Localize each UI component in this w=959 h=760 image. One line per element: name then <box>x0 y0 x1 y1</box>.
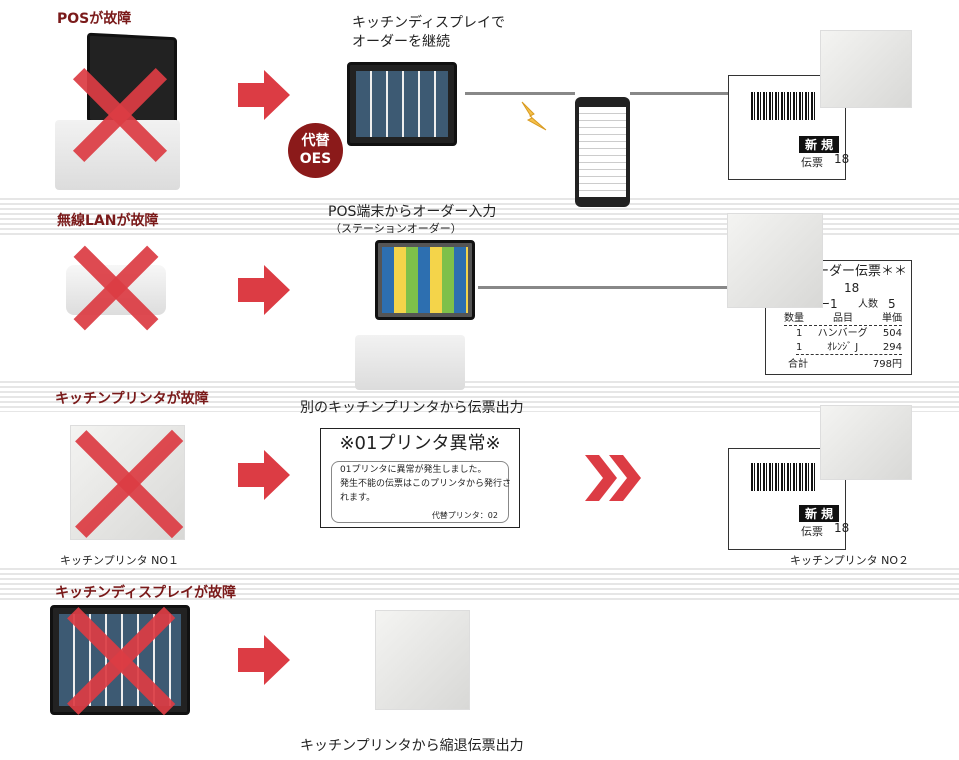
row1-title: POSが故障 <box>57 11 132 27</box>
slip-heading: ーダー伝票＊＊ <box>816 264 908 279</box>
kitchen-display-image <box>50 605 190 715</box>
row4-caption: キッチンプリンタから縮退伝票出力 <box>300 738 524 754</box>
arrow-right-icon <box>238 450 290 500</box>
receipt-label: 新 規 <box>799 136 840 153</box>
notice-line: 発生不能の伝票はこのプリンタから発行さ <box>340 479 512 489</box>
smartphone-image <box>575 97 630 207</box>
pos-terminal-image <box>350 240 480 390</box>
receipt-number: 18 <box>834 521 850 535</box>
row1-caption: キッチンディスプレイでオーダーを継続 <box>352 15 506 50</box>
failure-x-icon <box>68 613 173 708</box>
slip-cell: ｵﾚﾝｼﾞ J <box>827 342 859 353</box>
failure-x-icon <box>76 245 156 330</box>
slip-cell: 1 <box>796 328 803 339</box>
row4-title: キッチンディスプレイが故障 <box>55 585 237 601</box>
slip-number: 18 <box>844 281 860 295</box>
kitchen-printer-image <box>375 610 470 710</box>
slip-total-label: 合計 <box>788 359 808 370</box>
slip-cell: 1 <box>796 342 803 353</box>
arrow-right-icon <box>238 635 290 685</box>
separator-band <box>0 565 959 601</box>
row2-subcaption: （ステーションオーダー） <box>330 222 462 235</box>
wireless-ap-image <box>66 265 166 315</box>
arrow-right-icon <box>238 70 290 120</box>
kitchen-printer-image <box>820 30 912 108</box>
receipt-image: 新 規 伝票 18 <box>728 448 850 550</box>
slip-total-row: 合計 798円 <box>788 359 902 371</box>
receipt-slip: 伝票 <box>801 156 823 169</box>
notice-line: 01プリンタに異常が発生しました。 <box>340 465 487 475</box>
slip-total: 798円 <box>872 359 902 370</box>
printer-no1-label: キッチンプリンタ NO１ <box>60 554 180 567</box>
kitchen-printer-image <box>727 213 823 308</box>
double-chevron-icon <box>585 455 641 501</box>
row3-caption: 別のキッチンプリンタから伝票出力 <box>300 400 524 416</box>
arrow-right-icon <box>238 265 290 315</box>
receipt-number: 18 <box>834 152 850 166</box>
notice-line: れます。 <box>340 493 376 503</box>
connection-line <box>630 92 730 95</box>
receipt-slip: 伝票 <box>801 525 823 538</box>
notice-footer: 代替プリンタ：02 <box>431 511 498 520</box>
slip-header: 品目 <box>833 313 853 324</box>
row3-title: キッチンプリンタが故障 <box>55 391 209 407</box>
slip-row: 1 ハンバーグ 504 <box>796 328 902 340</box>
pos-terminal-image <box>55 32 185 190</box>
kitchen-printer-no1-image <box>70 425 185 540</box>
slip-header: 単価 <box>882 313 902 324</box>
row2-title: 無線LANが故障 <box>57 213 159 229</box>
slip-people: 5 <box>888 297 896 311</box>
printer-no2-label: キッチンプリンタ NO２ <box>790 554 910 567</box>
row2-caption: POS端末からオーダー入力 <box>328 204 497 220</box>
slip-cell: 504 <box>882 328 902 339</box>
slip-cell: ハンバーグ <box>817 328 868 339</box>
slip-header: 数量 <box>784 313 804 324</box>
kitchen-display-image <box>347 62 457 146</box>
kitchen-printer-no2-image <box>820 405 912 480</box>
notice-heading: ※01プリンタ異常※ <box>339 433 501 454</box>
slip-header-row: 数量 品目 単価 <box>784 313 902 326</box>
failure-x-icon <box>76 431 181 536</box>
connection-line <box>465 92 575 95</box>
slip-row: 1 ｵﾚﾝｼﾞ J 294 <box>796 342 902 355</box>
connection-line <box>478 286 728 289</box>
failure-x-icon <box>75 70 165 160</box>
lightning-icon <box>521 101 547 131</box>
slip-people-label: 人数 <box>858 299 878 310</box>
notice-body: 01プリンタに異常が発生しました。 発生不能の伝票はこのプリンタから発行さ れま… <box>331 461 512 523</box>
separator-band <box>0 378 959 412</box>
printer-error-notice: ※01プリンタ異常※ 01プリンタに異常が発生しました。 発生不能の伝票はこのプ… <box>320 428 520 528</box>
receipt-label: 新 規 <box>799 505 840 522</box>
slip-cell: 294 <box>882 342 902 353</box>
